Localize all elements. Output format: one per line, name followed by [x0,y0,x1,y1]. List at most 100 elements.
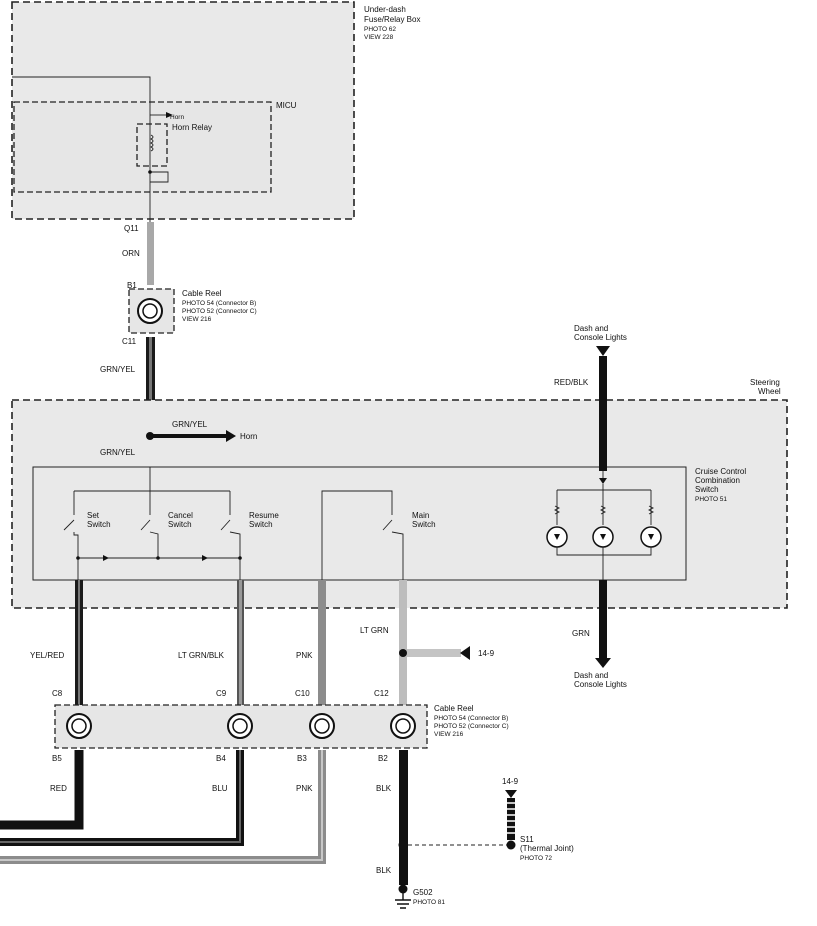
cable-reel-2-photo-b: PHOTO 54 (Connector B) [434,715,508,722]
cruise-control-switch-box [32,466,687,581]
underdash-title-1: Under-dash [364,5,406,14]
lt-grn-label: LT GRN [360,626,389,635]
pnk-label-1: PNK [296,651,313,660]
orn-wire [147,222,154,285]
set-label-1: Set [87,511,100,520]
grn-wire [599,580,607,658]
red-wire [0,750,84,830]
junction-dot [148,170,152,174]
blk-wire [399,750,408,885]
cable-reel-2-view: VIEW 216 [434,731,464,738]
blk-label-2: BLK [376,866,392,875]
b3-label: B3 [297,754,307,763]
pnk-label-2: PNK [296,784,313,793]
relay-coil-icon [149,134,154,152]
steering-wheel-label-1: Steering [750,378,780,387]
grn-yel-label-1: GRN/YEL [100,365,136,374]
b5-label: B5 [52,754,62,763]
c11-label: C11 [122,337,137,346]
c9-label: C9 [216,689,227,698]
lt-grn-splice-dot [399,649,407,657]
lt-grn-wire [399,580,407,705]
diode-icon-2 [202,555,208,561]
yel-red-label: YEL/RED [30,651,64,660]
ref-14-9-down-arrow-icon [505,790,517,798]
dash-lights-bottom-arrow-icon [595,658,611,668]
b2-label: B2 [378,754,388,763]
cable-reel-1-photo-c: PHOTO 52 (Connector C) [182,308,257,315]
cable-reel-2-connector-c8-icon [66,713,92,739]
cable-reel-2-photo-c: PHOTO 52 (Connector C) [434,723,509,730]
steering-wheel-label-2: Wheel [758,387,781,396]
s11-label: S11 [520,835,534,844]
cable-reel-1-label: Cable Reel [182,289,222,298]
red-blk-label: RED/BLK [554,378,589,387]
cancel-label-2: Switch [168,520,192,529]
q11-label: Q11 [124,224,139,233]
micu-label: MICU [276,101,297,110]
cable-reel-2-connector-c10-icon [309,713,335,739]
resistor-icons [553,505,655,515]
g502-label: G502 [413,888,433,897]
s11-wire [507,798,515,840]
horn-relay-box [136,123,168,167]
s11-dot [506,840,516,850]
underdash-title-2: Fuse/Relay Box [364,15,420,24]
relay-contact-icon [150,171,169,183]
underdash-photo: PHOTO 62 [364,26,396,33]
s11-photo: PHOTO 72 [520,855,552,862]
set-label-2: Switch [87,520,111,529]
grn-yel-label-2: GRN/YEL [172,420,208,429]
horn-mid-label: Horn [240,432,257,441]
dash-lights-top-arrow-icon [596,346,610,356]
underdash-view: VIEW 228 [364,34,394,41]
horn-arrow-icon-2 [226,430,236,442]
horn-arrow-icon [166,112,173,118]
light-diode-icon [599,478,607,484]
horn-top-label: Horn [170,114,184,121]
cruise-photo: PHOTO 51 [695,496,727,503]
horn-wire [150,434,228,438]
s11-splice-dot [398,840,408,850]
ref-14-9-label-a: 14-9 [478,649,495,658]
blu-label: BLU [212,784,228,793]
cable-reel-1-photo-b: PHOTO 54 (Connector B) [182,300,256,307]
thermal-joint-label: (Thermal Joint) [520,844,574,853]
cable-reel-1-view: VIEW 216 [182,316,212,323]
dash-lights-top-1: Dash and [574,324,608,333]
horn-relay-label: Horn Relay [172,123,212,132]
cruise-label-3: Switch [695,485,719,494]
dash-lights-top-2: Console Lights [574,333,627,342]
ground-icon [395,893,411,909]
resume-label-2: Switch [249,520,273,529]
resume-switch-icon [220,491,241,580]
c12-label: C12 [374,689,389,698]
cable-reel-2-label: Cable Reel [434,704,474,713]
b4-label: B4 [216,754,226,763]
resume-label-1: Resume [249,511,279,520]
b1-label: B1 [127,281,137,290]
dash-lights-bot-2: Console Lights [574,680,627,689]
main-label-2: Switch [412,520,436,529]
cable-reel-2-connector-c12-icon [390,713,416,739]
pnk-wire [318,580,326,705]
red-blk-wire [599,356,607,471]
cable-reel-1-inner-icon [142,303,158,319]
g502-splice-dot [398,884,408,894]
g502-photo: PHOTO 81 [413,899,445,906]
lights-ground-wire [556,547,652,580]
cancel-label-1: Cancel [168,511,193,520]
main-switch-icon [321,490,404,580]
switch-bus-wire [74,467,230,492]
cruise-label-1: Cruise Control [695,467,746,476]
cable-reel-2-connector-c9-icon [227,713,253,739]
cancel-switch-icon [140,491,159,558]
blk-label-1: BLK [376,784,392,793]
grn-label: GRN [572,629,590,638]
dash-lights-bot-1: Dash and [574,671,608,680]
ref-14-9-arrow-icon [460,646,470,660]
cruise-label-2: Combination [695,476,740,485]
c10-label: C10 [295,689,310,698]
lt-grn-blk-label: LT GRN/BLK [178,651,225,660]
